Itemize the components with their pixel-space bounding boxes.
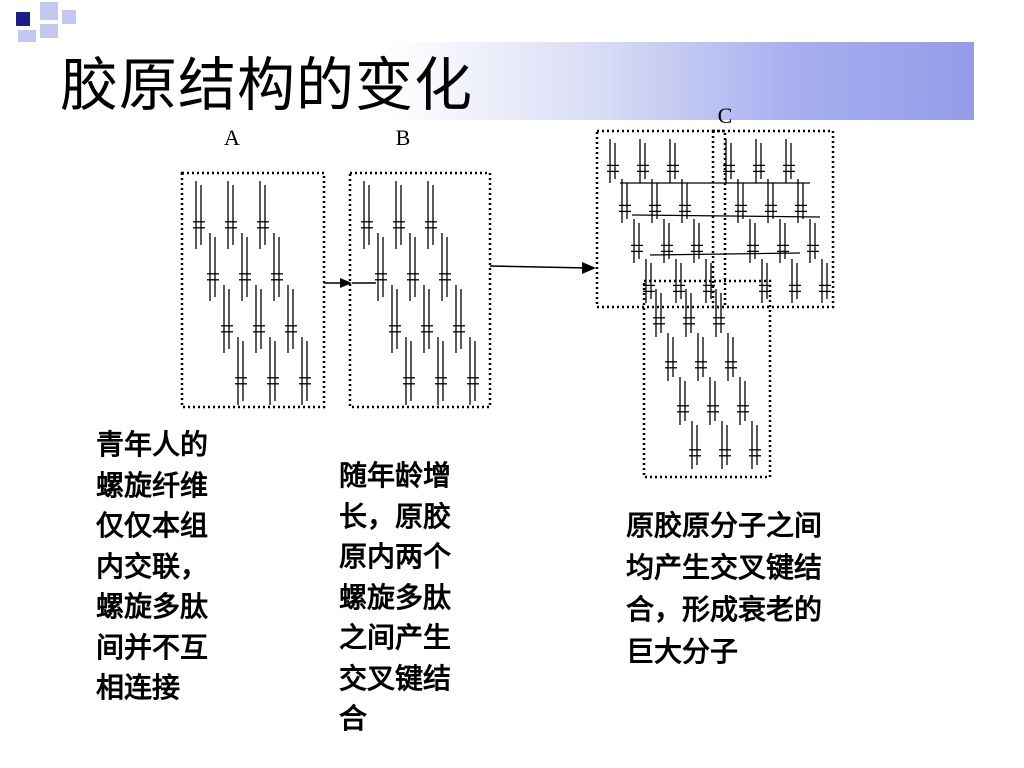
caption-b-line: 长，原胶 (339, 499, 452, 533)
caption-b-line: 螺旋多肽 (339, 580, 452, 614)
caption-b-line: 交叉键结 (339, 661, 452, 695)
caption-a-line: 内交联， (96, 549, 209, 583)
panel-b-frame (348, 171, 492, 409)
panel-label-c: C (718, 103, 733, 128)
caption-a-line: 仅仅本组 (96, 509, 209, 542)
caption-b-line: 原内两个 (339, 540, 452, 573)
caption-a-line: 螺旋纤维 (96, 468, 209, 502)
panel-label-a: A (224, 125, 240, 150)
caption-aging-crosslinks: 随年龄增 长，原胶 原内两个 螺旋多肽 之间产生 交叉键结 合 (339, 456, 451, 740)
panel-a-helix-strands (193, 181, 311, 405)
caption-b-line: 随年龄增 (339, 459, 452, 492)
caption-c-line: 巨大分子 (626, 635, 739, 668)
caption-a-line: 螺旋多肽 (96, 590, 209, 623)
panel-c-frame-left (595, 129, 727, 309)
arrow-b-to-c (489, 265, 589, 269)
caption-a-line: 间并不互 (96, 630, 209, 664)
arrow-a-to-b-head (340, 278, 352, 288)
collagen-diagram: A B C (180, 103, 835, 479)
panel-a-frame (180, 171, 326, 409)
title-bar (0, 42, 974, 120)
strand-line (649, 252, 801, 256)
caption-young-fibers: 青年人的 螺旋纤维 仅仅本组 内交联， 螺旋多肽 间并不互 相连接 (96, 425, 208, 709)
panel-c-frame-right (711, 129, 835, 309)
panel-c-frame-bottom (642, 279, 772, 479)
panel-label-b: B (396, 125, 411, 150)
panel-b-helix-strands (352, 181, 479, 405)
caption-giant-molecule: 原胶原分子之间 均产生交叉键结 合，形成衰老的 巨大分子 (626, 505, 822, 673)
caption-c-line: 原胶原分子之间 (626, 509, 823, 542)
panel-c-label-group: C (718, 103, 733, 128)
caption-c-line: 均产生交叉键结 (626, 551, 823, 584)
caption-a-line: 青年人的 (96, 428, 209, 461)
panel-b-label-group: B (396, 125, 411, 150)
arrow-b-to-c-head (582, 262, 596, 274)
panel-c-helix-strands (607, 139, 831, 469)
page-title: 胶原结构的变化 (60, 51, 474, 119)
caption-c-line: 合，形成衰老的 (626, 593, 823, 626)
caption-a-line: 相连接 (96, 671, 181, 704)
panel-a-label-group: A (224, 125, 240, 150)
caption-b-line: 合 (339, 702, 368, 735)
strand-line (631, 214, 821, 218)
corner-decoration (16, 2, 76, 48)
caption-b-line: 之间产生 (339, 621, 452, 654)
